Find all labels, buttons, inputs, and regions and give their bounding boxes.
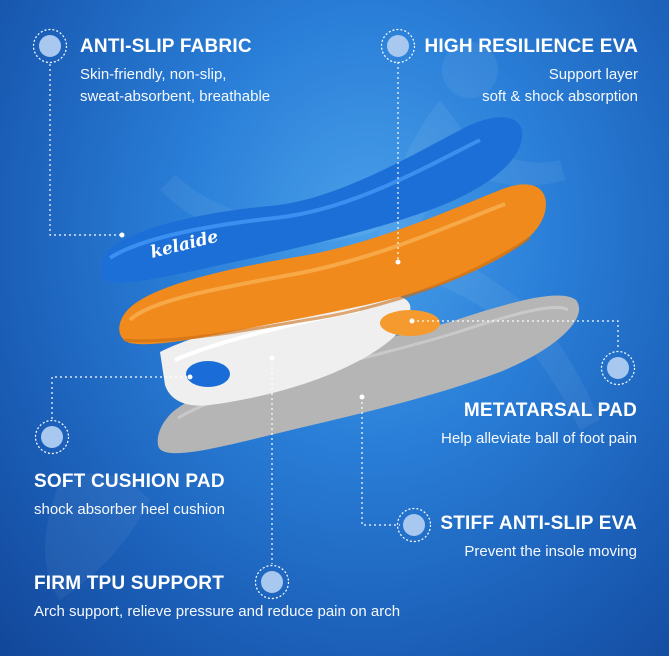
- stiff-anti-slip-eva-layer: [157, 295, 580, 454]
- feature-high-resilience-eva: HIGH RESILIENCE EVA Support layer soft &…: [424, 36, 638, 108]
- marker-firm-tpu-support-icon: [254, 564, 290, 600]
- marker-soft-cushion-pad-icon: [34, 419, 70, 455]
- feature-desc: Arch support, relieve pressure and reduc…: [34, 603, 401, 620]
- feature-firm-tpu-support: FIRM TPU SUPPORT Arch support, relieve p…: [34, 573, 400, 623]
- soft-cushion-pad-part: [186, 361, 230, 387]
- marker-stiff-anti-slip-eva-icon: [396, 507, 432, 543]
- marker-high-resilience-eva-icon: [380, 28, 416, 64]
- feature-stiff-anti-slip-eva: STIFF ANTI-SLIP EVA Prevent the insole m…: [440, 513, 637, 563]
- feature-title: SOFT CUSHION PAD: [34, 471, 225, 492]
- feature-desc: Support layer soft & shock absorption: [482, 66, 638, 105]
- feature-title: ANTI-SLIP FABRIC: [80, 36, 252, 57]
- marker-metatarsal-pad-icon: [600, 350, 636, 386]
- feature-desc: Skin-friendly, non-slip, sweat-absorbent…: [80, 66, 271, 105]
- feature-desc: Prevent the insole moving: [464, 543, 637, 560]
- marker-anti-slip-fabric-icon: [32, 28, 68, 64]
- feature-title: STIFF ANTI-SLIP EVA: [440, 513, 637, 534]
- anti-slip-fabric-layer: [102, 117, 523, 283]
- feature-title: HIGH RESILIENCE EVA: [424, 36, 638, 57]
- feature-title: FIRM TPU SUPPORT: [34, 573, 225, 594]
- metatarsal-pad-part: [380, 310, 440, 336]
- feature-soft-cushion-pad: SOFT CUSHION PAD shock absorber heel cus…: [34, 471, 225, 521]
- feature-desc: shock absorber heel cushion: [34, 501, 225, 518]
- feature-title: METATARSAL PAD: [463, 400, 637, 421]
- feature-desc: Help alleviate ball of foot pain: [441, 430, 637, 447]
- feature-anti-slip-fabric: ANTI-SLIP FABRIC Skin-friendly, non-slip…: [80, 36, 270, 108]
- feature-metatarsal-pad: METATARSAL PAD Help alleviate ball of fo…: [441, 400, 637, 450]
